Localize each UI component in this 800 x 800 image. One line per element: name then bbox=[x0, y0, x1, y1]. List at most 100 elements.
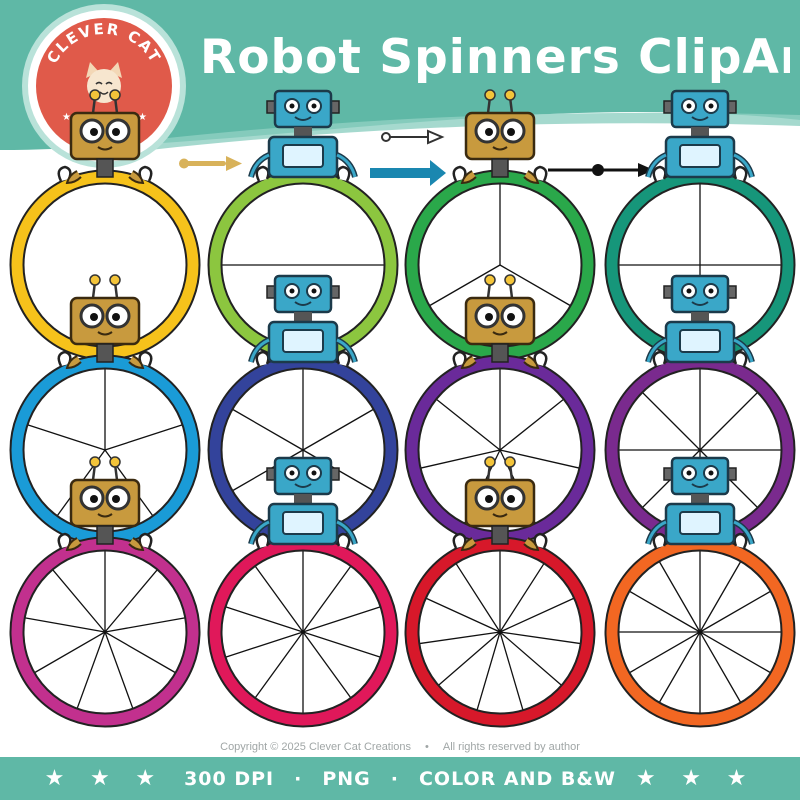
robot-hand-icon bbox=[733, 532, 748, 549]
robot-hand-icon bbox=[652, 532, 667, 549]
robot-hand-icon bbox=[138, 350, 153, 367]
footer-stars-left: ★ ★ ★ bbox=[44, 766, 165, 791]
spinner-divider bbox=[640, 390, 701, 451]
gold-bug-robot-icon bbox=[65, 89, 145, 185]
robot-hand-icon bbox=[336, 165, 351, 182]
robot-hand-icon bbox=[733, 350, 748, 367]
spinner-divider bbox=[499, 264, 574, 308]
robot-hand-icon bbox=[652, 350, 667, 367]
robot-hand-icon bbox=[138, 165, 153, 182]
logo-star-icon: ★ bbox=[62, 112, 71, 123]
footer-color: COLOR AND B&W bbox=[418, 767, 616, 790]
spinner-divider bbox=[222, 631, 304, 659]
spinner-divider bbox=[302, 631, 384, 659]
spinner-divider bbox=[417, 449, 501, 470]
robot-hand-icon bbox=[255, 532, 270, 549]
robot-hand-icon bbox=[336, 532, 351, 549]
robot-hand-icon bbox=[452, 165, 467, 182]
copyright-line: Copyright © 2025 Clever Cat Creations • Al… bbox=[0, 736, 800, 758]
spinner-divider bbox=[229, 407, 304, 451]
spinner-divider bbox=[222, 605, 304, 633]
copyright-separator: • bbox=[425, 741, 429, 753]
robot-hand-icon bbox=[57, 165, 72, 182]
gold-bug-robot-icon bbox=[460, 456, 540, 552]
spinner-divider bbox=[253, 631, 304, 701]
spinner-divider bbox=[499, 631, 525, 713]
spinner-divider bbox=[104, 567, 160, 633]
spinner-divider bbox=[423, 596, 501, 633]
arrow-gold-icon bbox=[179, 156, 242, 171]
robot-hand-icon bbox=[57, 532, 72, 549]
robot-hand-icon bbox=[57, 350, 72, 367]
spinner-divider bbox=[75, 631, 106, 712]
spinner-divider bbox=[436, 631, 501, 688]
spinner-divider bbox=[104, 631, 179, 675]
spinner-divider bbox=[433, 397, 501, 451]
spinner-divider bbox=[426, 264, 501, 308]
arrow-teal-icon bbox=[370, 160, 446, 186]
robot-hand-icon bbox=[452, 532, 467, 549]
blue-tv-robot-icon bbox=[248, 89, 358, 179]
spinner-divider bbox=[699, 631, 743, 706]
rights-text: All rights reserved by author bbox=[442, 741, 580, 753]
blue-tv-robot-icon bbox=[248, 456, 358, 546]
footer-separator: · bbox=[294, 767, 303, 790]
spinner-divider bbox=[626, 589, 701, 633]
robot-hand-icon bbox=[533, 165, 548, 182]
spinner-divider bbox=[499, 560, 546, 633]
copyright-text: Copyright © 2025 Clever Cat Creations bbox=[220, 741, 412, 753]
spinner-divider bbox=[626, 631, 701, 675]
arrow-black-icon bbox=[548, 163, 654, 177]
gold-bug-robot-icon bbox=[460, 274, 540, 370]
spinner-divider bbox=[499, 596, 577, 633]
header-band bbox=[0, 0, 800, 150]
blue-tv-robot-icon bbox=[645, 89, 755, 179]
robot-hand-icon bbox=[336, 350, 351, 367]
spinner-divider bbox=[699, 390, 760, 451]
robot-hand-icon bbox=[255, 165, 270, 182]
robot-hand-icon bbox=[138, 532, 153, 549]
spinner-grid bbox=[9, 89, 796, 728]
robot-hand-icon bbox=[255, 350, 270, 367]
robot-hand-icon bbox=[533, 532, 548, 549]
footer-format: PNG bbox=[322, 767, 371, 790]
spinner-divider bbox=[499, 449, 583, 470]
footer-dpi: 300 DPI bbox=[184, 767, 275, 790]
spinner-divider bbox=[499, 631, 564, 688]
page-title: Robot Spinners ClipArt bbox=[200, 30, 790, 85]
spinner-divider bbox=[302, 407, 377, 451]
blue-tv-robot-icon bbox=[645, 456, 755, 546]
spinner-divider bbox=[302, 563, 353, 633]
spinner-divider bbox=[31, 631, 106, 675]
spinner-wheel bbox=[207, 532, 399, 728]
robot-hand-icon bbox=[452, 350, 467, 367]
spinner-divider bbox=[454, 560, 501, 633]
logo-star-icon: ★ bbox=[138, 112, 147, 123]
robot-hand-icon bbox=[652, 165, 667, 182]
spinner-divider bbox=[416, 631, 501, 645]
spinner-divider bbox=[253, 563, 304, 633]
gold-bug-robot-icon bbox=[460, 89, 540, 185]
spinner-wheel bbox=[207, 350, 399, 546]
spinner-divider bbox=[104, 423, 186, 451]
spinner-divider bbox=[657, 631, 701, 706]
blue-tv-robot-icon bbox=[645, 274, 755, 364]
spinner-divider bbox=[22, 616, 106, 633]
spinner-divider bbox=[475, 631, 501, 713]
arrow-outline-icon bbox=[381, 129, 445, 145]
spinner-divider bbox=[699, 558, 743, 633]
spinner-divider bbox=[699, 631, 774, 675]
spinner-divider bbox=[499, 397, 567, 451]
spinner-wheel bbox=[9, 532, 201, 728]
robot-hand-icon bbox=[733, 165, 748, 182]
spinner-divider bbox=[302, 631, 353, 701]
footer-stars-right: ★ ★ ★ bbox=[635, 766, 756, 791]
footer-separator: · bbox=[390, 767, 399, 790]
spinner-divider bbox=[657, 558, 701, 633]
spinner-divider bbox=[104, 631, 135, 712]
footer-bar: ★ ★ ★ 300 DPI · PNG · COLOR AND B&W ★ ★ … bbox=[0, 757, 800, 800]
spinner-wheel bbox=[604, 532, 796, 728]
gold-bug-robot-icon bbox=[65, 274, 145, 370]
gold-bug-robot-icon bbox=[65, 456, 145, 552]
